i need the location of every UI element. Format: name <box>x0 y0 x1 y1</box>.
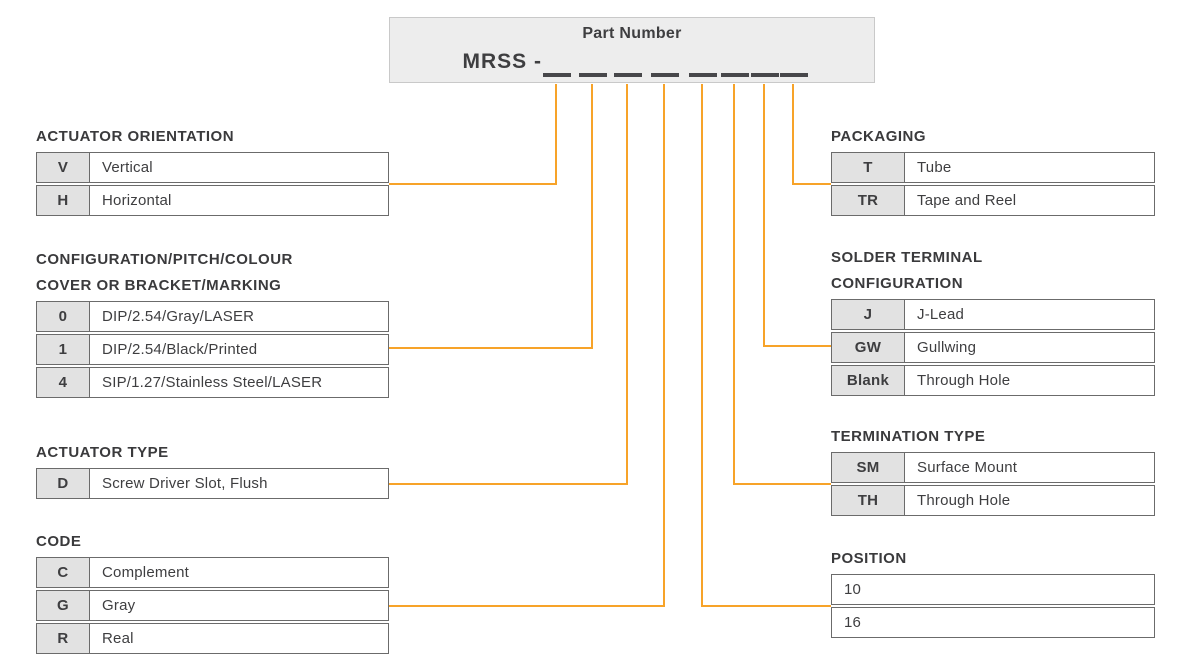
part-number-title: Part Number <box>582 25 682 42</box>
table-row: G Gray <box>36 590 389 621</box>
code-cell: V <box>37 153 90 182</box>
table-row: SM Surface Mount <box>831 452 1155 483</box>
table-title: POSITION <box>831 550 907 567</box>
connector-line <box>763 84 831 347</box>
label-cell: Vertical <box>102 159 153 176</box>
label-cell: Through Hole <box>917 492 1011 509</box>
label-cell: Gullwing <box>917 339 977 356</box>
code-cell: T <box>832 153 905 182</box>
code-cell: J <box>832 300 905 329</box>
connector-line <box>792 84 831 185</box>
connector-line <box>733 84 831 485</box>
label-cell: Complement <box>102 564 190 581</box>
label-cell: Horizontal <box>102 192 172 209</box>
label-cell: Screw Driver Slot, Flush <box>102 475 268 492</box>
table-position: POSITION 10 16 <box>831 546 1155 638</box>
blank-underscore <box>579 73 607 77</box>
table-row: 0 DIP/2.54/Gray/LASER <box>36 301 389 332</box>
code-cell: 0 <box>37 302 90 331</box>
label-cell: DIP/2.54/Black/Printed <box>102 341 258 358</box>
code-cell: SM <box>832 453 905 482</box>
code-cell: GW <box>832 333 905 362</box>
label-cell: J-Lead <box>917 306 965 323</box>
table-row: TH Through Hole <box>831 485 1155 516</box>
table-row: V Vertical <box>36 152 389 183</box>
label-cell: 10 <box>844 581 862 598</box>
label-cell: Tube <box>917 159 952 176</box>
table-title-line2: CONFIGURATION <box>831 275 964 292</box>
table-row: TR Tape and Reel <box>831 185 1155 216</box>
part-number-box: Part Number MRSS - <box>389 17 875 83</box>
blank-underscore <box>780 73 808 77</box>
label-cell: Tape and Reel <box>917 192 1017 209</box>
table-title-line2: COVER OR BRACKET/MARKING <box>36 277 282 294</box>
table-termination-type: TERMINATION TYPE SM Surface Mount TH Thr… <box>831 424 1155 516</box>
table-configuration-pitch-colour: CONFIGURATION/PITCH/COLOUR COVER OR BRAC… <box>36 247 389 398</box>
table-title: TERMINATION TYPE <box>831 428 986 445</box>
table-row: D Screw Driver Slot, Flush <box>36 468 389 499</box>
table-row: R Real <box>36 623 389 654</box>
blank-underscore <box>614 73 642 77</box>
label-cell: DIP/2.54/Gray/LASER <box>102 308 255 325</box>
blank-underscore <box>651 73 679 77</box>
table-row: T Tube <box>831 152 1155 183</box>
table-title: SOLDER TERMINAL <box>831 249 983 266</box>
connector-line <box>389 84 593 349</box>
table-row: C Complement <box>36 557 389 588</box>
blank-underscore <box>689 73 717 77</box>
label-cell: Surface Mount <box>917 459 1018 476</box>
code-cell: TH <box>832 486 905 515</box>
label-cell: 16 <box>844 614 862 631</box>
blank-underscore <box>751 73 779 77</box>
table-title: CONFIGURATION/PITCH/COLOUR <box>36 251 293 268</box>
table-packaging: PACKAGING T Tube TR Tape and Reel <box>831 124 1155 216</box>
table-title: PACKAGING <box>831 128 927 145</box>
code-cell: 4 <box>37 368 90 397</box>
table-code: CODE C Complement G Gray R Real <box>36 529 389 654</box>
label-cell: SIP/1.27/Stainless Steel/LASER <box>102 374 323 391</box>
table-actuator-orientation: ACTUATOR ORIENTATION V Vertical H Horizo… <box>36 124 389 216</box>
code-cell: 1 <box>37 335 90 364</box>
connector-line <box>701 84 831 607</box>
code-cell: C <box>37 558 90 587</box>
table-row: 4 SIP/1.27/Stainless Steel/LASER <box>36 367 389 398</box>
table-row: J J-Lead <box>831 299 1155 330</box>
table-solder-terminal-configuration: SOLDER TERMINAL CONFIGURATION J J-Lead G… <box>831 245 1155 396</box>
table-row: H Horizontal <box>36 185 389 216</box>
table-row: 10 <box>831 574 1155 605</box>
table-row: 1 DIP/2.54/Black/Printed <box>36 334 389 365</box>
code-cell: H <box>37 186 90 215</box>
connector-line <box>389 84 557 185</box>
label-cell: Gray <box>102 597 136 614</box>
table-title: CODE <box>36 533 82 550</box>
table-row: GW Gullwing <box>831 332 1155 363</box>
table-title: ACTUATOR TYPE <box>36 444 169 461</box>
code-cell: R <box>37 624 90 653</box>
code-cell: D <box>37 469 90 498</box>
blank-underscore <box>721 73 749 77</box>
code-cell: G <box>37 591 90 620</box>
table-row: 16 <box>831 607 1155 638</box>
table-actuator-type: ACTUATOR TYPE D Screw Driver Slot, Flush <box>36 440 389 499</box>
code-cell: Blank <box>832 366 905 395</box>
part-number-prefix: MRSS - <box>462 50 542 73</box>
label-cell: Through Hole <box>917 372 1011 389</box>
label-cell: Real <box>102 630 134 647</box>
table-row: Blank Through Hole <box>831 365 1155 396</box>
blank-underscore <box>543 73 571 77</box>
table-title: ACTUATOR ORIENTATION <box>36 128 235 145</box>
connector-line <box>389 84 628 485</box>
connector-line <box>389 84 665 607</box>
code-cell: TR <box>832 186 905 215</box>
